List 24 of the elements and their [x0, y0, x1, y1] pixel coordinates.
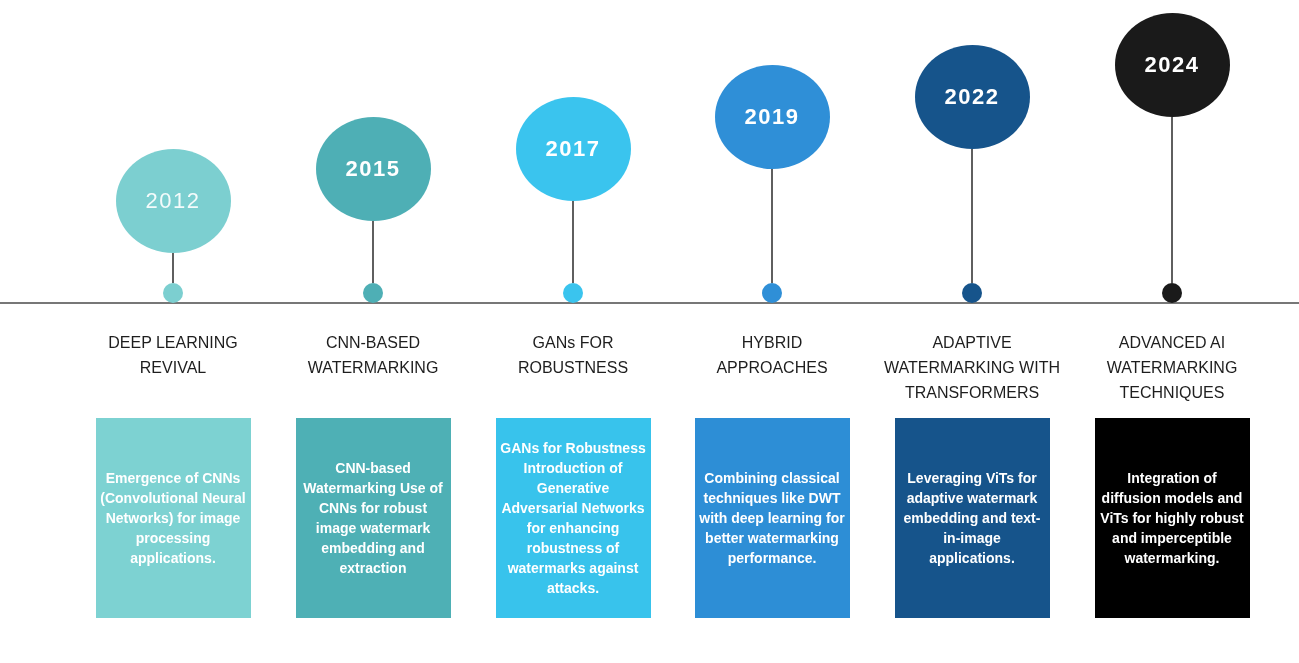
milestone-heading: ADAPTIVE WATERMARKING WITH TRANSFORMERS: [883, 333, 1061, 403]
description-text: Combining classical techniques like DWT with deep learning for better watermarking performance.: [698, 469, 846, 568]
milestone-heading: ADVANCED AI WATERMARKING TECHNIQUES: [1105, 333, 1239, 403]
year-label: 2015: [345, 156, 401, 182]
year-label: 2017: [545, 136, 601, 162]
connector-line: [771, 168, 773, 284]
connector-line: [372, 220, 374, 284]
connector-line: [172, 252, 174, 284]
description-text: Integration of diffusion models and ViTs for highly robust and imperceptible watermarking.: [1099, 469, 1245, 568]
year-label: 2019: [744, 104, 800, 130]
connector-line: [572, 200, 574, 284]
connector-line: [1171, 116, 1173, 284]
milestone-heading: CNN-BASED WATERMARKING: [306, 333, 440, 378]
milestone-heading: HYBRID APPROACHES: [715, 333, 829, 378]
year-label: 2012: [145, 188, 201, 214]
milestone-heading: GANs FOR ROBUSTNESS: [516, 333, 630, 378]
year-label: 2022: [944, 84, 1000, 110]
milestone-heading: DEEP LEARNING REVIVAL: [107, 333, 239, 378]
description-text: GANs for Robustness Introduction of Generative Adversarial Networks for enhancing robustness of watermarks against attacks.: [499, 439, 647, 598]
description-text: Emergence of CNNs (Convolutional Neural Networks) for image processing applications.: [99, 469, 247, 568]
connector-line: [971, 148, 973, 284]
description-text: Leveraging ViTs for adaptive watermark embedding and text-in-image applications.: [902, 469, 1042, 568]
year-label: 2024: [1144, 52, 1200, 78]
description-text: CNN-based Watermarking Use of CNNs for robust image watermark embedding and extraction: [302, 459, 444, 578]
